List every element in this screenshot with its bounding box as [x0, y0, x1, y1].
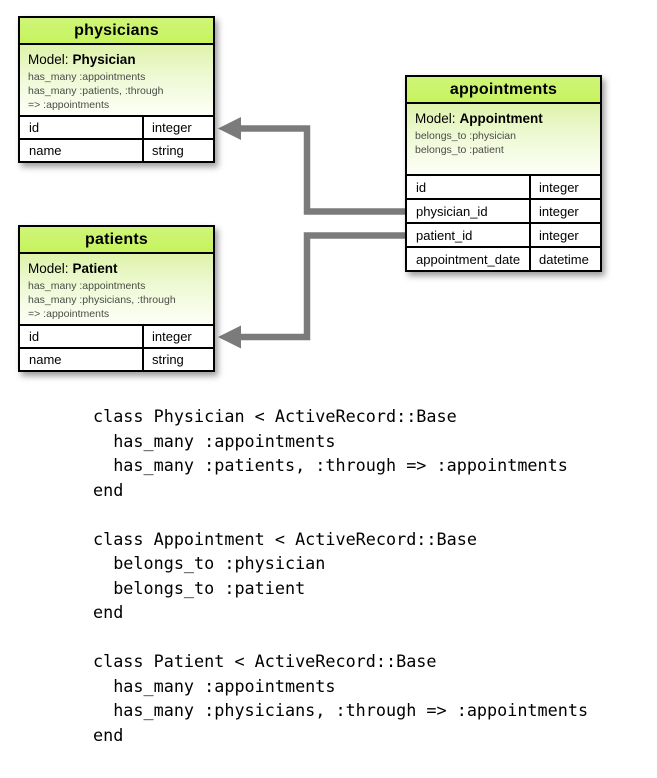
column-name-cell: id	[20, 117, 144, 138]
table-title: physicians	[20, 18, 213, 45]
arrowhead-icon	[218, 325, 241, 349]
model-section: Model:Physician has_many :appointments h…	[20, 45, 213, 117]
model-label: Model:	[28, 261, 69, 276]
model-name: Physician	[72, 52, 136, 67]
column-type-cell: string	[152, 352, 184, 367]
model-section: Model:Appointment belongs_to :physician …	[407, 104, 600, 176]
column-type-cell: integer	[152, 329, 192, 344]
association-line: has_many :appointments	[28, 280, 146, 292]
table-appointments: appointments Model:Appointment belongs_t…	[405, 75, 602, 272]
table-row: appointment_date datetime	[407, 248, 600, 270]
column-type-cell: integer	[152, 120, 192, 135]
column-type-cell: integer	[539, 227, 579, 243]
column-type-cell: datetime	[539, 251, 589, 267]
association-line: has_many :appointments	[28, 71, 146, 83]
column-name-cell: appointment_date	[407, 248, 531, 270]
column-name-cell: physician_id	[407, 200, 531, 222]
model-name: Patient	[72, 261, 118, 276]
table-row: name string	[20, 140, 213, 161]
association-line: => :appointments	[28, 99, 110, 111]
table-row: id integer	[20, 117, 213, 140]
table-row: name string	[20, 349, 213, 370]
model-line: Model:Appointment	[415, 111, 600, 126]
table-row: patient_id integer	[407, 224, 600, 248]
table-physicians: physicians Model:Physician has_many :app…	[18, 16, 215, 163]
table-row: id integer	[20, 326, 213, 349]
model-line: Model:Patient	[28, 261, 213, 276]
activerecord-code: class Physician < ActiveRecord::Base has…	[93, 406, 589, 745]
table-row: id integer	[407, 176, 600, 200]
association-line: => :appointments	[28, 308, 110, 320]
arrow-line-appointments-to-physicians	[240, 125, 405, 215]
column-type-cell: integer	[539, 179, 579, 195]
table-title: patients	[20, 227, 213, 254]
table-row: physician_id integer	[407, 200, 600, 224]
model-line: Model:Physician	[28, 52, 213, 67]
column-name-cell: id	[407, 176, 531, 198]
association-line: belongs_to :patient	[415, 144, 504, 156]
model-label: Model:	[28, 52, 69, 67]
arrow-line-appointments-to-patients	[240, 232, 405, 341]
column-type-cell: string	[152, 143, 184, 158]
association-line: belongs_to :physician	[415, 130, 516, 142]
model-name: Appointment	[459, 111, 543, 126]
column-name-cell: name	[20, 349, 144, 370]
table-title: appointments	[407, 77, 600, 104]
column-name-cell: patient_id	[407, 224, 531, 246]
column-name-cell: name	[20, 140, 144, 161]
association-line: has_many :patients, :through	[28, 85, 164, 97]
association-line: has_many :physicians, :through	[28, 294, 176, 306]
model-label: Model:	[415, 111, 456, 126]
table-patients: patients Model:Patient has_many :appoint…	[18, 225, 215, 372]
column-name-cell: id	[20, 326, 144, 347]
column-type-cell: integer	[539, 203, 579, 219]
arrowhead-icon	[218, 117, 241, 140]
model-section: Model:Patient has_many :appointments has…	[20, 254, 213, 326]
